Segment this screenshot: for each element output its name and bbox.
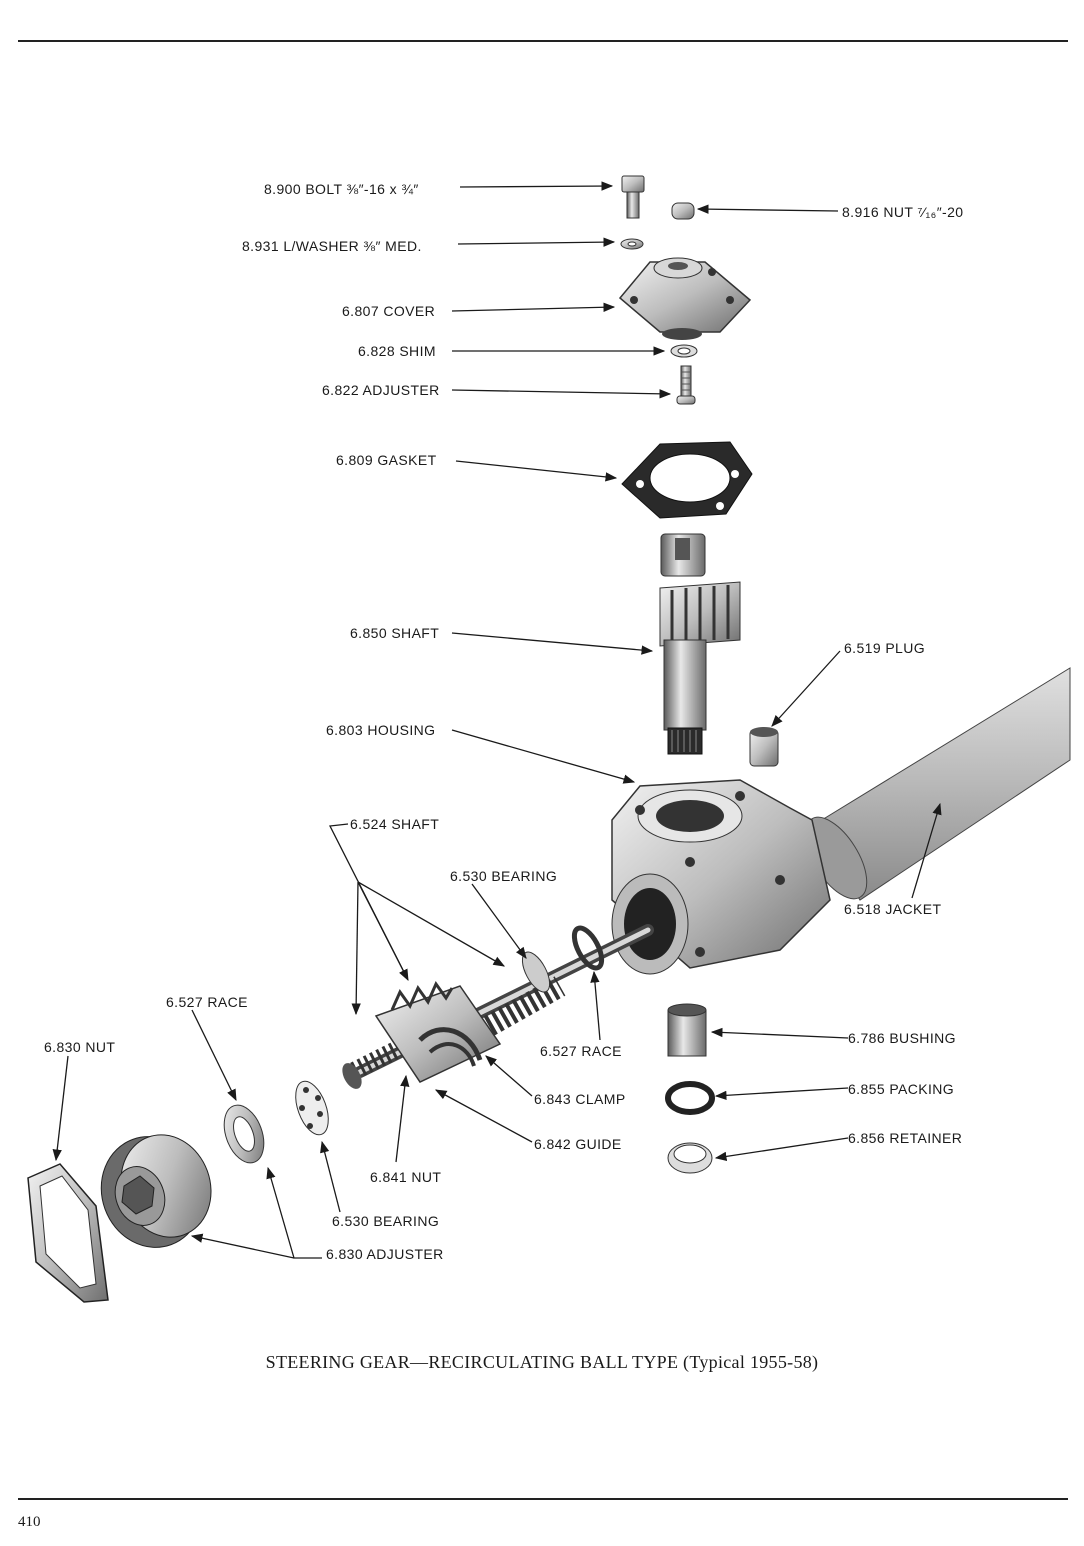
label-shim: 6.828 SHIM — [358, 343, 436, 359]
packing-part — [665, 1081, 715, 1115]
gasket-part — [621, 441, 753, 519]
label-race-left: 6.527 RACE — [166, 994, 248, 1010]
label-bolt: 8.900 BOLT ⅜″-16 x ¾″ — [264, 181, 419, 197]
label-bushing: 6.786 BUSHING — [848, 1030, 956, 1046]
label-adjuster-top: 6.822 ADJUSTER — [322, 382, 440, 398]
lower-race-part — [223, 1104, 265, 1164]
label-nut-top: 8.916 NUT ⁷⁄₁₆″-20 — [842, 204, 964, 220]
shim-part — [670, 344, 698, 358]
lower-adjuster-part — [100, 1134, 212, 1248]
label-gasket: 6.809 GASKET — [336, 452, 437, 468]
sector-shaft-part — [659, 533, 741, 755]
label-bearing-upper: 6.530 BEARING — [450, 868, 558, 884]
jacket-part — [804, 667, 1071, 901]
plug-part — [749, 727, 779, 767]
label-clamp: 6.843 CLAMP — [534, 1091, 626, 1107]
page-number: 410 — [18, 1514, 41, 1530]
figure-caption: STEERING GEAR—RECIRCULATING BALL TYPE (T… — [265, 1352, 819, 1372]
label-bearing-lower: 6.530 BEARING — [332, 1213, 440, 1229]
ball-nut-part — [342, 980, 502, 1089]
label-lockwasher: 8.931 L/WASHER ⅜″ MED. — [242, 238, 422, 254]
bolt-part — [621, 175, 645, 219]
label-packing: 6.855 PACKING — [848, 1081, 955, 1097]
housing-part — [611, 779, 831, 975]
bushing-part — [667, 1003, 707, 1057]
top-rule — [18, 40, 1068, 42]
nut-part — [671, 202, 695, 220]
label-ball-nut: 6.841 NUT — [370, 1169, 442, 1185]
label-adjuster-bottom: 6.830 ADJUSTER — [326, 1246, 444, 1262]
label-sector-shaft: 6.850 SHAFT — [350, 625, 440, 641]
leader-lines — [52, 181, 942, 1259]
cover-part — [618, 257, 752, 340]
lockwasher-part — [620, 238, 644, 250]
label-jacket: 6.518 JACKET — [844, 901, 942, 917]
label-guide: 6.842 GUIDE — [534, 1136, 622, 1152]
label-retainer: 6.856 RETAINER — [848, 1130, 963, 1146]
lower-bearing-part — [295, 1080, 329, 1136]
label-cover: 6.807 COVER — [342, 303, 436, 319]
label-plug: 6.519 PLUG — [844, 640, 926, 656]
label-nut-left: 6.830 NUT — [44, 1039, 116, 1055]
label-race-right: 6.527 RACE — [540, 1043, 622, 1059]
adjuster-screw-part — [676, 365, 696, 405]
lock-nut-part — [27, 1163, 109, 1303]
label-housing: 6.803 HOUSING — [326, 722, 436, 738]
upper-race-part — [571, 925, 605, 971]
bottom-rule — [18, 1498, 1068, 1500]
label-worm-shaft: 6.524 SHAFT — [350, 816, 440, 832]
retainer-part — [667, 1142, 713, 1174]
